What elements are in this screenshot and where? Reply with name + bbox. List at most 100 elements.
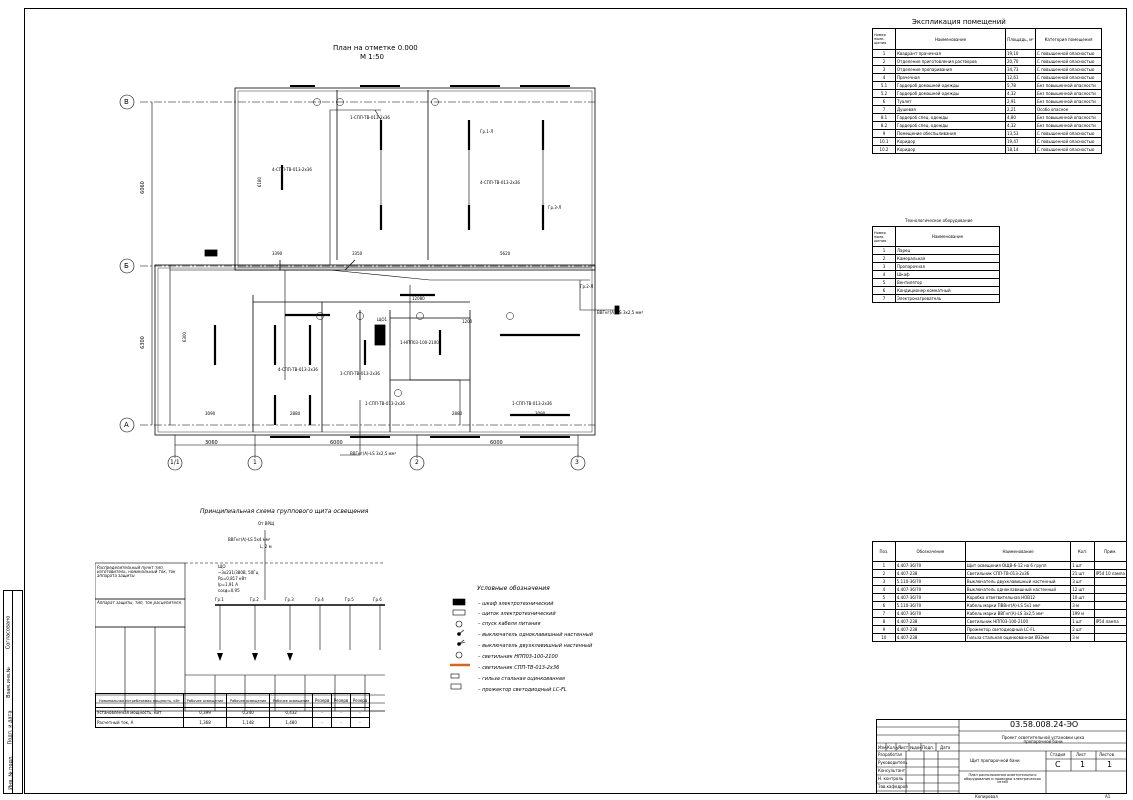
spec-header-qty: Кол. bbox=[1070, 541, 1095, 562]
spec-row-cell bbox=[1093, 561, 1128, 570]
spec-row-cell: 7 bbox=[872, 609, 896, 618]
spec-row-cell: Выключатель одноклавишный настенный bbox=[964, 585, 1072, 594]
dim-left-1: 6060 bbox=[139, 181, 146, 194]
explication-row-cell: 34,73 bbox=[1005, 65, 1036, 74]
spec-row-cell: 12 шт bbox=[1070, 585, 1095, 594]
scheme-bh-2: Рабочее освещение bbox=[226, 693, 271, 708]
spec-row-cell: 4.407-238 bbox=[894, 569, 966, 578]
explication-row-cell: Гардероб спец. одежды bbox=[895, 121, 1006, 130]
left-strip-label-1: Инв. № подл. bbox=[7, 755, 14, 790]
legend-item-7: – светильник СПП-ТВ-013-2х36 bbox=[478, 665, 560, 671]
spec-row-cell: 3 м bbox=[1070, 601, 1095, 610]
equipment-row-cell: Пропарочная bbox=[895, 262, 1000, 271]
legend-item-3: – спуск кабеля питания bbox=[478, 621, 541, 627]
cable-label-10: ВВГнг(А)-LS 3х2,5 мм² bbox=[597, 310, 644, 315]
tb-sig-3: Консультант bbox=[878, 768, 906, 773]
explication-row-cell: 1 bbox=[872, 49, 896, 58]
equipment-title: Технологическое оборудование bbox=[905, 218, 973, 223]
plan-title: План на отметке 0.000 bbox=[333, 44, 418, 52]
cable-label-4: ВВГнг(А)-LS 3х2,5 мм² bbox=[350, 451, 397, 456]
legend-item-2: – щиток электротехнический bbox=[478, 611, 556, 617]
equipment-row-cell: Ларец bbox=[895, 246, 1000, 255]
spec-row-cell: 21 шт bbox=[1070, 569, 1095, 578]
scheme-r2-5: - bbox=[331, 717, 352, 728]
spec-row-cell: 10 bbox=[872, 633, 896, 642]
spec-row-cell: Кабель марки ПВВнг(А)-LS 5х1 мм² bbox=[964, 601, 1072, 610]
explication-row-cell: 10.2 bbox=[872, 145, 896, 154]
equipment-row-cell: 2 bbox=[872, 254, 896, 263]
explication-row-cell: С повышенной опасностью bbox=[1035, 65, 1102, 74]
explication-row-cell: Коридор bbox=[895, 145, 1006, 154]
explication-row-cell: Помещение обеспыливания bbox=[895, 129, 1006, 138]
scheme-r1-0: Установленная мощность, кВт bbox=[95, 707, 184, 718]
explication-row-cell: 8.1 bbox=[872, 113, 896, 122]
legend-item-6: – светильник НПП03-100-2100 bbox=[478, 654, 558, 660]
explication-row-cell: Отделение пропаривания bbox=[895, 65, 1006, 74]
dim-room-bot-4: 3090 bbox=[535, 411, 546, 416]
explication-row-cell: С повышенной опасностью bbox=[1035, 73, 1102, 82]
dim-bottom-2: 6000 bbox=[330, 440, 343, 446]
equipment-row-cell: Вентилятор bbox=[895, 278, 1000, 287]
scheme-panel-1: ЩО bbox=[218, 564, 226, 569]
explication-row-cell: Без повышенной опасности bbox=[1035, 113, 1102, 122]
equipment-row-cell: Шкаф bbox=[895, 270, 1000, 279]
explication-table: Номер поме-щения Наименование Площадь, м… bbox=[872, 28, 1102, 154]
cable-label-5: 1-НПП03-100-2100 bbox=[400, 340, 439, 345]
spec-table: Поз. Обозначение Наименование Кол. Прим.… bbox=[872, 541, 1128, 642]
explication-row-cell: 4,32 bbox=[1005, 121, 1036, 130]
scheme-bh-4: Резерв bbox=[312, 693, 333, 708]
spec-row-cell: 2 bbox=[872, 569, 896, 578]
explication-row-cell: 4,32 bbox=[1005, 89, 1036, 98]
equipment-row-cell: 6 bbox=[872, 286, 896, 295]
spec-row-cell: IP54 лампа bbox=[1093, 617, 1128, 626]
cable-label-3: 4-СПП-TB-013-2х36 bbox=[272, 167, 312, 172]
legend-symbols bbox=[450, 598, 470, 690]
scheme-title: Принципиальная схема группового щита осв… bbox=[200, 508, 369, 515]
title-block bbox=[876, 719, 1127, 794]
panel-label: ЩО1 bbox=[377, 317, 388, 322]
scheme-r1-3: 0,432 bbox=[269, 707, 314, 718]
group-label-3: Гр.3-Л bbox=[548, 205, 562, 210]
scheme-r2-3: 1,480 bbox=[269, 717, 314, 728]
spec-row-cell bbox=[1093, 633, 1128, 642]
spec-header-note: Прим. bbox=[1093, 541, 1128, 562]
spec-row-cell bbox=[1093, 585, 1128, 594]
scheme-left-box-2: Аппарат защиты, тип, ток расцепителя bbox=[97, 600, 181, 605]
explication-row-cell: 6 bbox=[872, 97, 896, 106]
spec-row-cell: 1 шт bbox=[1070, 561, 1095, 570]
spec-row-cell: Светильник НПП03-100-2100 bbox=[964, 617, 1072, 626]
group-label-1: Гр.1-Л bbox=[480, 129, 494, 134]
spec-row-cell: 10 шт bbox=[1070, 593, 1095, 602]
scheme-group-1: Гр.1 bbox=[215, 597, 224, 602]
scheme-bh-3: Рабочее освещение bbox=[269, 693, 314, 708]
explication-row-cell: 5.1 bbox=[872, 81, 896, 90]
explication-row-cell: 19,47 bbox=[1005, 137, 1036, 146]
scheme-r2-4: - bbox=[312, 717, 333, 728]
spec-row-cell: 4.407-238 bbox=[894, 625, 966, 634]
explication-header-cat: Категория помещения bbox=[1035, 28, 1102, 50]
axis-col-1-1: 1/1 bbox=[170, 459, 180, 466]
dim-room-top-1: 3390 bbox=[272, 251, 283, 256]
scheme-panel-2: ~3х231/380В, 50Гц bbox=[218, 570, 259, 575]
scheme-r2-0: Расчетный ток, А bbox=[95, 717, 184, 728]
spec-row-cell: 4.407-36/70 bbox=[894, 593, 966, 602]
explication-row-cell: 2 bbox=[872, 57, 896, 66]
explication-title: Экспликация помещений bbox=[912, 18, 1006, 26]
scheme-panel-4: Iр=1,91 А bbox=[218, 582, 238, 587]
equipment-row-cell: Камеральная bbox=[895, 254, 1000, 263]
dim-room-bot-1: 3090 bbox=[205, 411, 216, 416]
tb-col-3: Лист bbox=[898, 745, 909, 750]
cable-label-7: 1-СПП-TB-013-2х36 bbox=[340, 371, 380, 376]
spec-row-cell: 5 bbox=[872, 593, 896, 602]
